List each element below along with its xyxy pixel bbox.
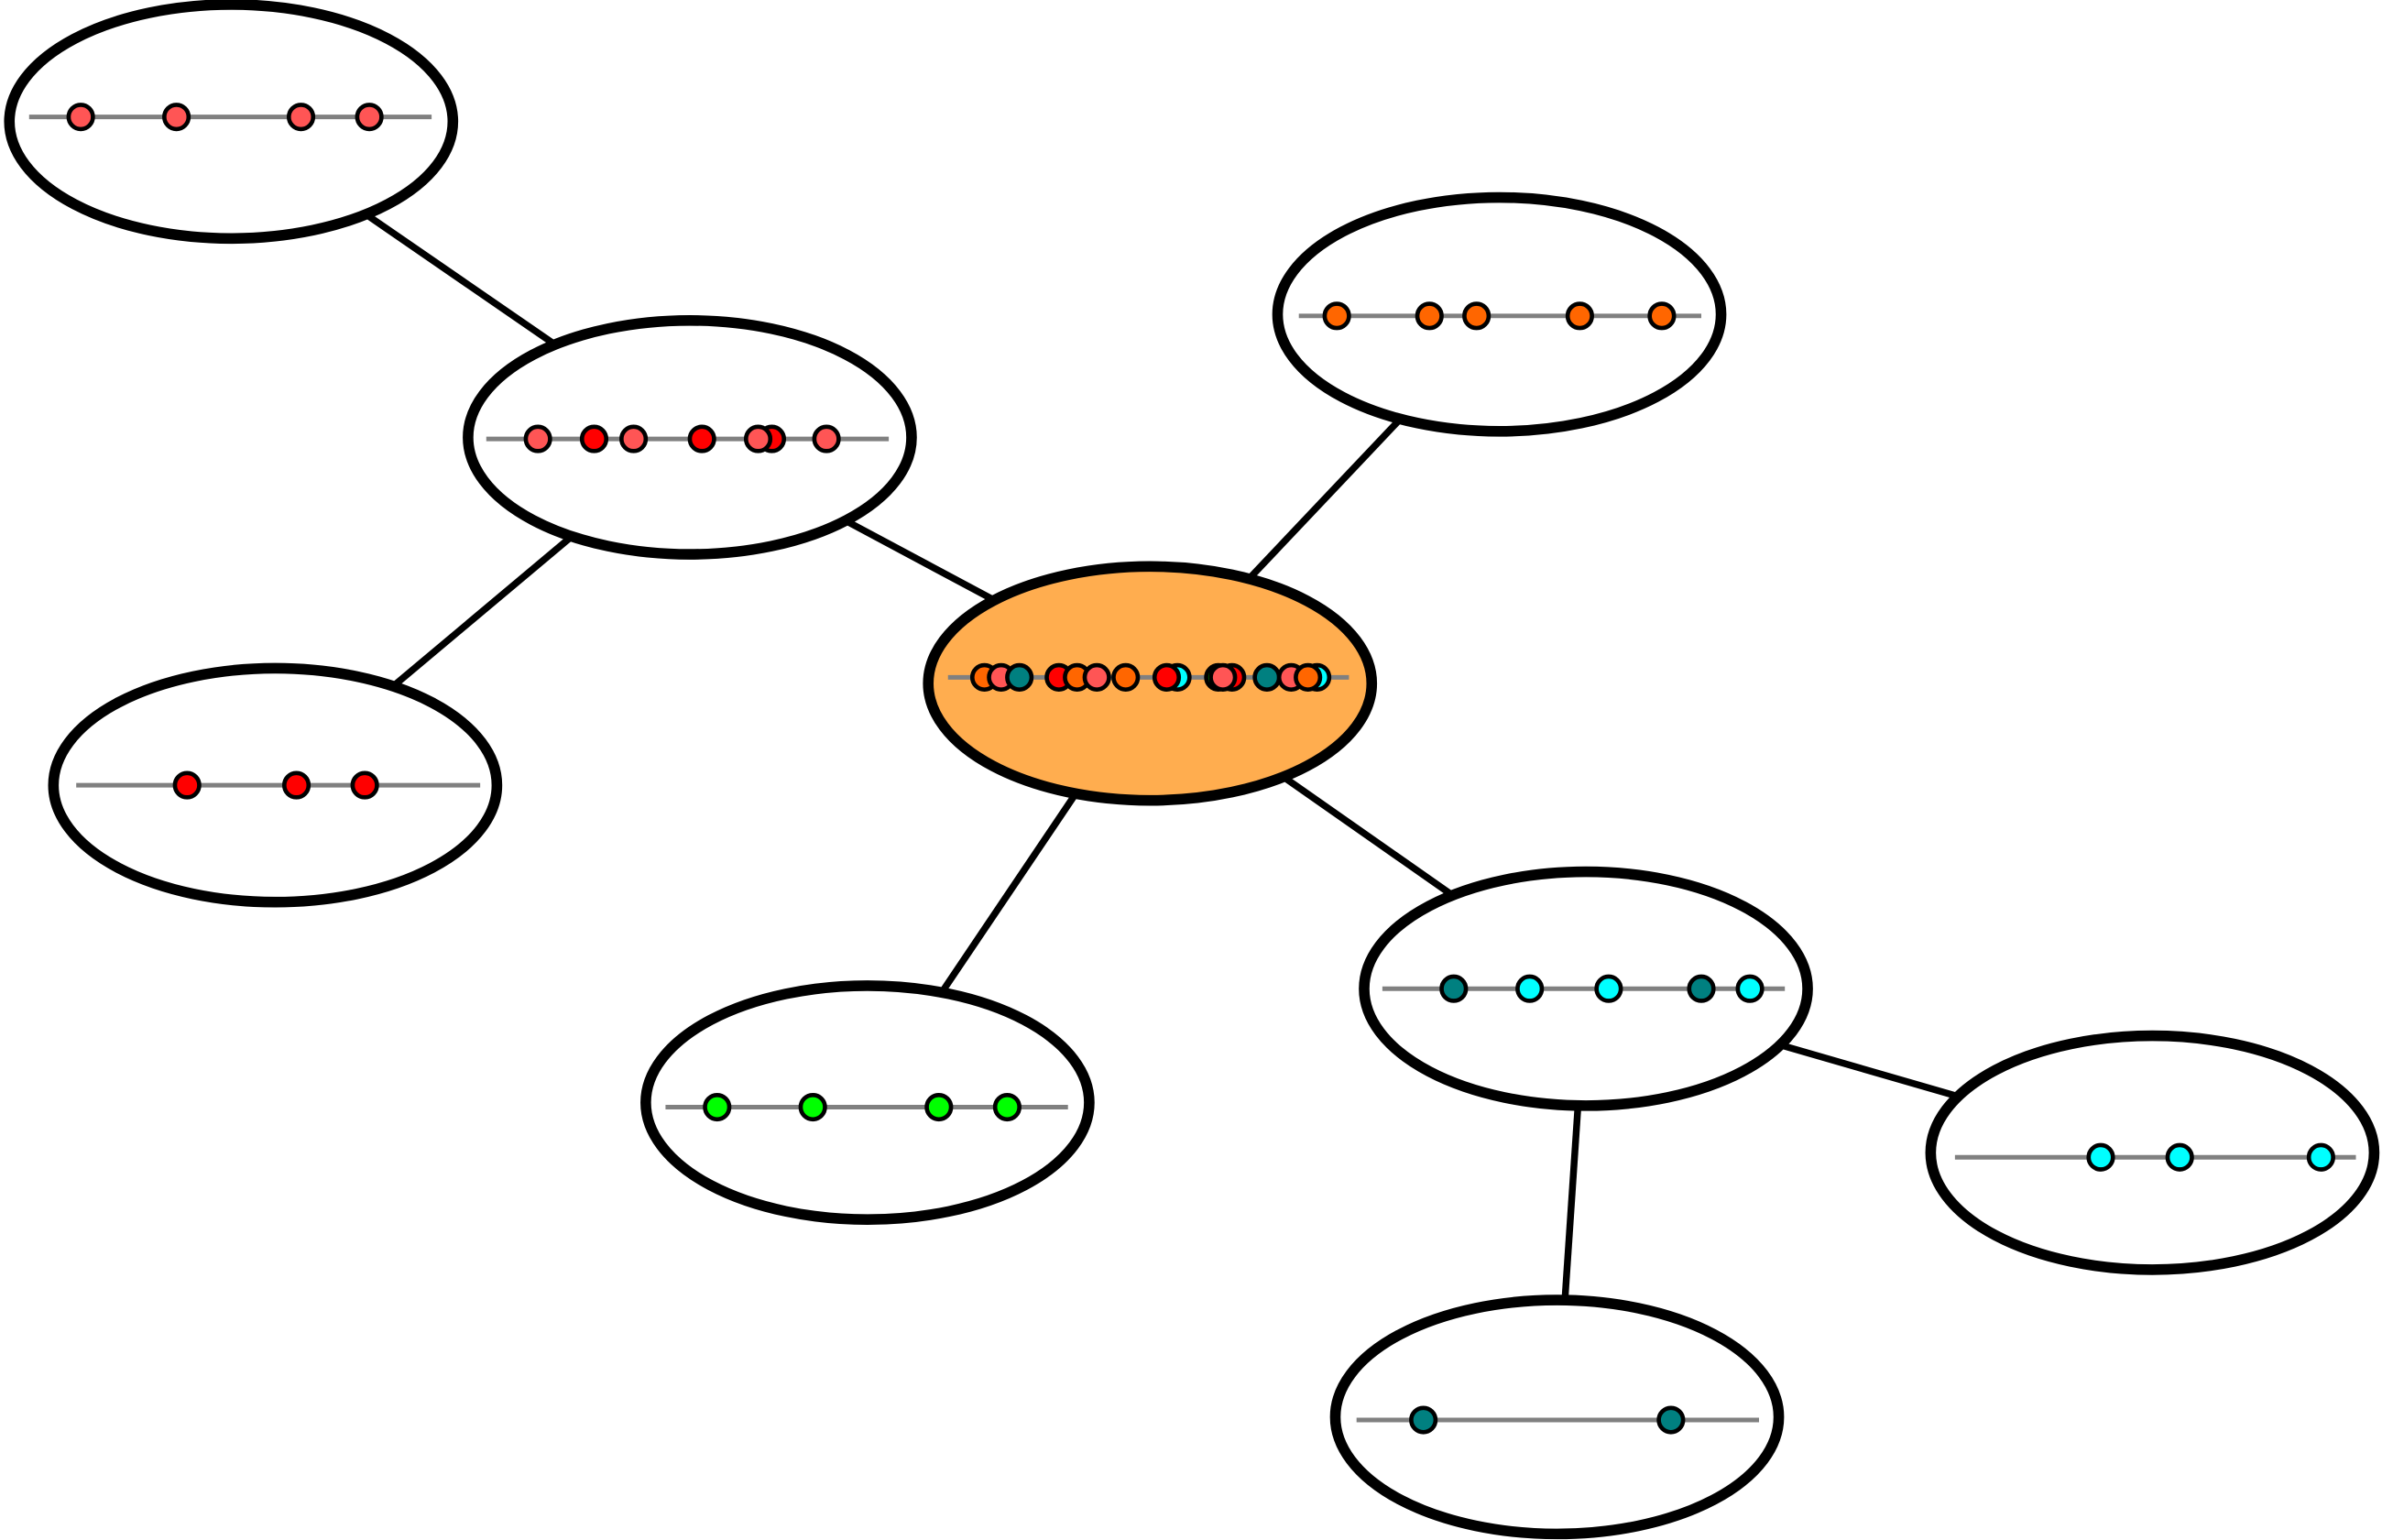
node-top-right[interactable] (1272, 191, 1727, 437)
dot-orange (1415, 301, 1444, 331)
dot-salmon (1208, 662, 1238, 692)
dot-red (687, 424, 716, 453)
node-center[interactable] (923, 561, 1378, 806)
node-left[interactable] (48, 662, 503, 908)
node-ellipse (1329, 1294, 1785, 1540)
dot-cyan (1735, 974, 1765, 1003)
dot-orange (1565, 301, 1594, 331)
node-ellipse (1925, 1030, 2380, 1275)
dot-green (798, 1092, 827, 1122)
node-right-center[interactable] (1359, 866, 1813, 1111)
dot-salmon (523, 424, 552, 453)
dot-teal (1656, 1405, 1686, 1435)
dot-green (992, 1092, 1022, 1122)
dot-salmon (619, 424, 649, 453)
dot-orange (1462, 301, 1491, 331)
dot-teal (1252, 662, 1282, 692)
nodes (4, 0, 2380, 1540)
dot-green (924, 1092, 954, 1122)
dot-salmon (286, 103, 316, 132)
node-ellipse (923, 561, 1378, 806)
dot-orange (1647, 301, 1677, 331)
dot-cyan (2086, 1142, 2115, 1172)
node-ellipse (4, 0, 459, 245)
node-right[interactable] (1925, 1030, 2380, 1275)
dot-red (1152, 662, 1182, 692)
dot-teal (1409, 1405, 1438, 1435)
dot-cyan (2165, 1142, 2194, 1172)
dot-cyan (1515, 974, 1545, 1003)
dot-red (172, 770, 202, 800)
node-ellipse (640, 980, 1095, 1226)
node-top-left[interactable] (4, 0, 459, 245)
dot-orange (1322, 301, 1351, 331)
dot-red (579, 424, 609, 453)
dot-salmon (355, 103, 384, 132)
dot-cyan (2306, 1142, 2335, 1172)
dot-salmon (66, 103, 95, 132)
node-bottom[interactable] (1329, 1294, 1785, 1540)
node-bottom-center[interactable] (640, 980, 1095, 1226)
dot-salmon (162, 103, 191, 132)
dot-teal (1005, 662, 1034, 692)
dot-salmon (812, 424, 841, 453)
dot-green (703, 1092, 732, 1122)
dot-orange (1294, 662, 1323, 692)
dot-salmon (1082, 662, 1111, 692)
dot-teal (1439, 974, 1469, 1003)
dot-orange (1111, 662, 1141, 692)
dot-salmon (743, 424, 773, 453)
dot-teal (1687, 974, 1716, 1003)
dot-red (350, 770, 379, 800)
dot-cyan (1594, 974, 1623, 1003)
dot-red (281, 770, 311, 800)
node-upper-left[interactable] (463, 314, 917, 560)
